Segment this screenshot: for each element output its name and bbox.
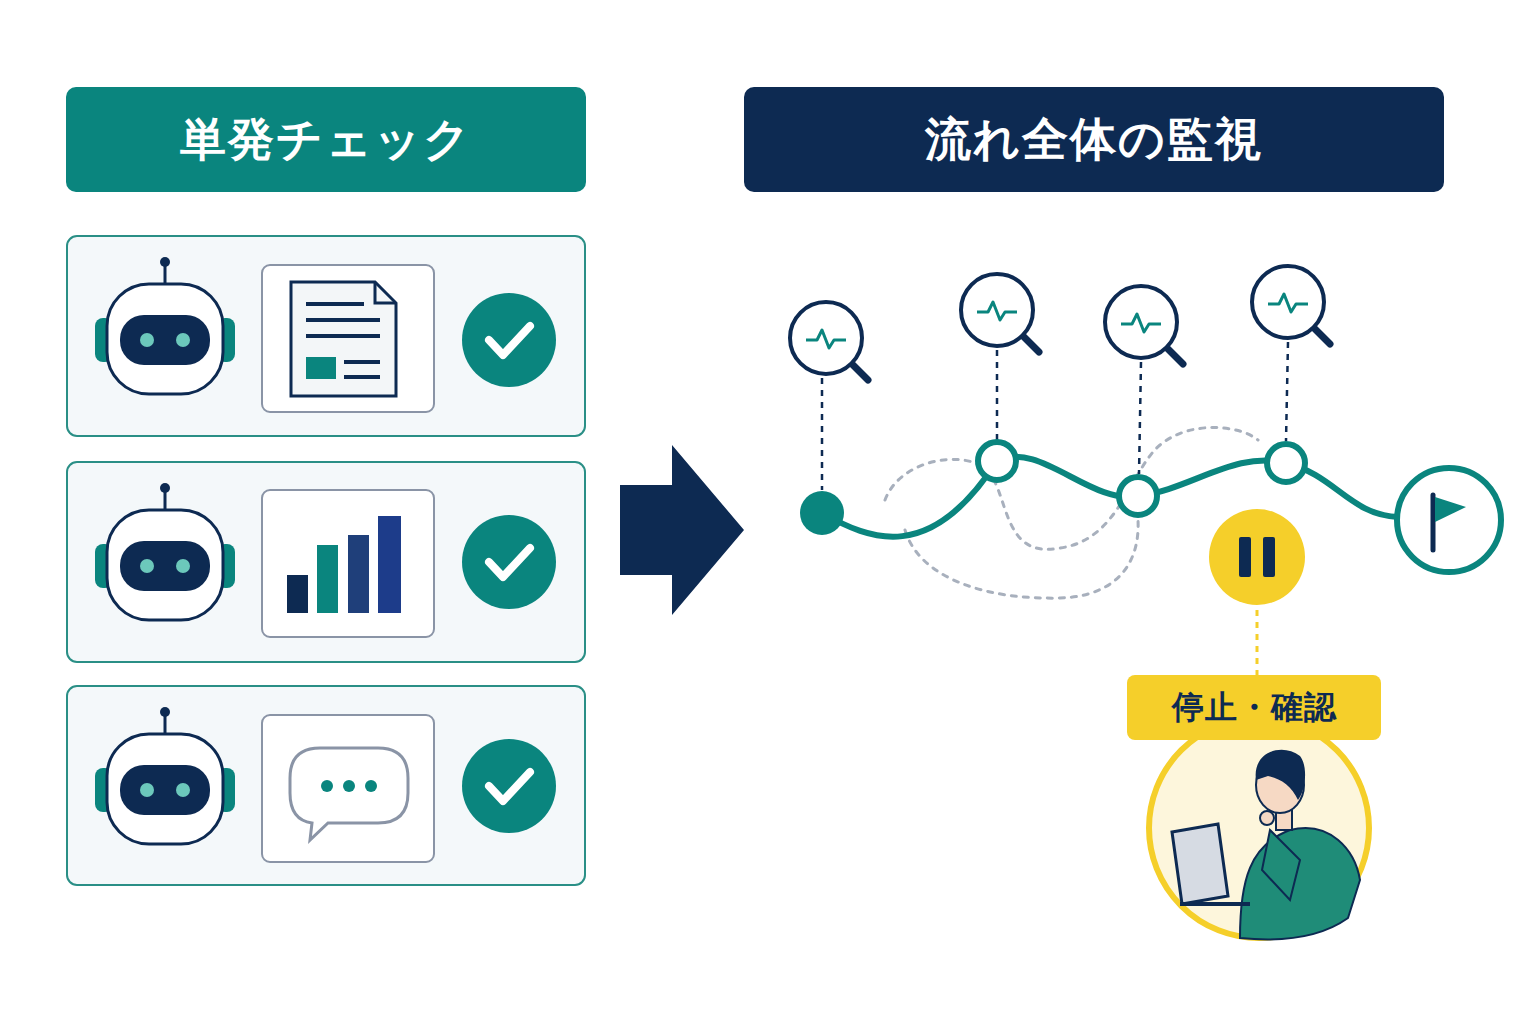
magnifier-icon	[961, 274, 1039, 352]
goal-flag	[1397, 468, 1501, 572]
check-mark	[462, 293, 556, 387]
dotted-route	[905, 520, 1138, 598]
pause-icon	[1209, 509, 1305, 605]
node-label: 停止・確認	[1127, 675, 1381, 740]
document-icon	[291, 282, 396, 396]
reviewer-illustration	[1149, 718, 1369, 939]
single-check-column: 単発チェック	[66, 87, 620, 887]
card-2	[67, 462, 585, 662]
magnifier-icon	[1252, 266, 1330, 344]
monitor-leaders	[822, 342, 1288, 490]
doc-frame	[262, 265, 434, 412]
pause-leader	[1256, 610, 1259, 675]
start-point	[800, 491, 844, 535]
magnifier-icon	[1105, 286, 1183, 364]
section-header: 流れ全体の監視	[744, 87, 1444, 192]
robot-icon	[95, 257, 235, 394]
chat-frame	[262, 715, 434, 862]
card-frame	[67, 462, 585, 662]
card-frame	[67, 236, 585, 436]
chart-frame	[262, 490, 434, 637]
magnifier-icon	[790, 302, 868, 380]
card-frame	[67, 686, 585, 885]
flow-arrow	[620, 445, 744, 615]
checkpoints	[978, 442, 1305, 515]
alt-routes	[885, 428, 1258, 599]
card-1	[67, 236, 585, 436]
check-mark	[462, 739, 556, 833]
bar-chart-icon	[287, 516, 401, 613]
check-mark	[462, 515, 556, 609]
dotted-route	[885, 428, 1258, 550]
section-header: 単発チェック	[66, 87, 586, 192]
robot-icon	[95, 483, 235, 620]
robot-icon	[95, 707, 235, 844]
speech-bubble-icon	[290, 748, 408, 840]
pause-check-label: 停止・確認	[1127, 675, 1381, 740]
flow-monitor-area: 流れ全体の監視停止・確認	[744, 87, 1510, 947]
card-3	[67, 686, 585, 885]
flow-line	[822, 457, 1398, 537]
